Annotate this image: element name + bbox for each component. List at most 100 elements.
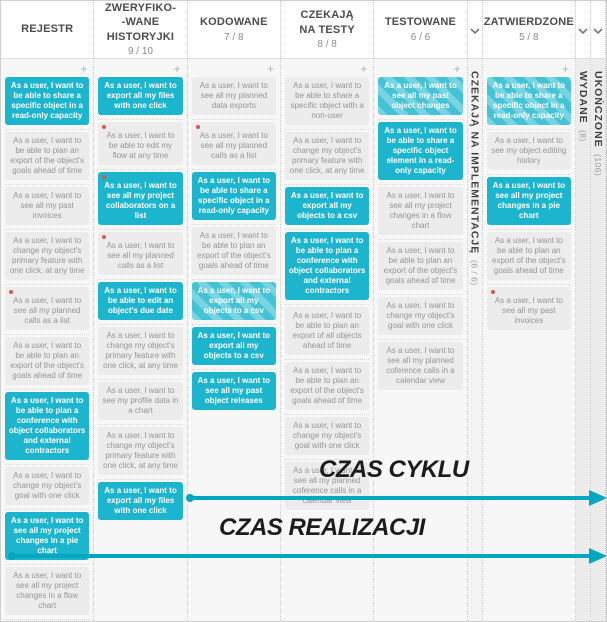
kanban-card[interactable]: As a user, I want to export all my files… bbox=[98, 77, 183, 115]
card-slot: As a user, I want to change my object's … bbox=[5, 230, 90, 285]
chevron-down-icon[interactable] bbox=[470, 21, 480, 39]
kanban-card[interactable]: As a user, I want to be able to share a … bbox=[284, 77, 370, 125]
kanban-card[interactable]: As a user, I want to export all my objec… bbox=[284, 187, 370, 225]
column-header-rejestr: REJESTR bbox=[1, 1, 94, 59]
chevron-down-icon[interactable] bbox=[593, 21, 603, 39]
kanban-card[interactable]: As a user, I want to be able to share a … bbox=[191, 172, 276, 220]
kanban-card[interactable]: As a user, I want to see all my planned … bbox=[191, 77, 276, 115]
kanban-card[interactable]: As a user, I want to change my object's … bbox=[284, 132, 370, 180]
kanban-card[interactable]: As a user, I want to see all my project … bbox=[486, 177, 571, 225]
card-slot: As a user, I want to change my object's … bbox=[98, 425, 183, 480]
add-card-button[interactable]: + bbox=[360, 62, 368, 76]
card-text: As a user, I want to see all my project … bbox=[386, 191, 455, 230]
card-text: As a user, I want to change my object's … bbox=[103, 331, 178, 370]
card-slot: As a user, I want to export all my files… bbox=[98, 75, 183, 120]
kanban-card[interactable]: As a user, I want to export all my objec… bbox=[191, 327, 276, 365]
card-slot: As a user, I want to be able to plan an … bbox=[5, 335, 90, 390]
chevron-down-icon[interactable] bbox=[578, 21, 588, 39]
kanban-card[interactable]: As a user, I want to be able to edit my … bbox=[98, 122, 183, 165]
add-card-button[interactable]: + bbox=[173, 62, 181, 76]
column-wip-count: 6 / 6 bbox=[410, 31, 431, 43]
kanban-card[interactable]: As a user, I want to be able to plan an … bbox=[284, 362, 370, 410]
kanban-card[interactable]: As a user, I want to see all my planned … bbox=[191, 122, 276, 165]
kanban-card[interactable]: As a user, I want to see all my planned … bbox=[5, 287, 90, 330]
kanban-card[interactable]: As a user, I want to be able to edit an … bbox=[98, 282, 183, 320]
collapsed-column-body[interactable]: CZEKAJĄ NA IMPLEMENTACJĘ(6 / 6) bbox=[467, 59, 482, 621]
kanban-card[interactable]: As a user, I want to change my object's … bbox=[378, 297, 463, 335]
kanban-card[interactable]: As a user, I want to see all my past inv… bbox=[486, 287, 571, 330]
card-text: As a user, I want to be able to share a … bbox=[10, 81, 84, 120]
card-slot: As a user, I want to be able to plan a c… bbox=[284, 230, 370, 305]
card-text: As a user, I want to see all my past inv… bbox=[494, 296, 563, 325]
kanban-card[interactable]: As a user, I want to see all my past obj… bbox=[378, 77, 462, 115]
card-slot: As a user, I want to see all my planned … bbox=[284, 460, 370, 514]
card-slot: As a user, I want to change my object's … bbox=[98, 325, 183, 380]
kanban-card[interactable]: As a user, I want to export all my files… bbox=[98, 482, 183, 520]
card-text: As a user, I want to see all my past obj… bbox=[197, 376, 271, 405]
column-wydane[interactable]: WYDANE(8) bbox=[575, 1, 591, 621]
card-text: As a user, I want to be able to plan a c… bbox=[8, 396, 86, 455]
card-text: As a user, I want to be able to edit my … bbox=[106, 131, 175, 160]
kanban-card[interactable]: As a user, I want to change my object's … bbox=[98, 327, 183, 375]
card-text: As a user, I want to be able to plan an … bbox=[10, 136, 84, 175]
kanban-card[interactable]: As a user, I want to see all my planned … bbox=[378, 342, 463, 390]
card-slot: As a user, I want to see all my past inv… bbox=[486, 285, 571, 334]
kanban-card[interactable]: As a user, I want to change my object's … bbox=[5, 232, 90, 280]
vertical-column-title: WYDANE bbox=[576, 71, 589, 124]
card-text: As a user, I want to change my object's … bbox=[289, 136, 365, 175]
column-title: NA TESTY bbox=[299, 23, 355, 36]
kanban-card[interactable]: As a user, I want to see all my project … bbox=[98, 172, 183, 225]
card-text: As a user, I want to be able to plan an … bbox=[292, 311, 362, 350]
priority-flag-icon bbox=[102, 125, 107, 129]
collapsed-column-body[interactable]: WYDANE(8) bbox=[575, 59, 590, 621]
kanban-card[interactable]: As a user, I want to be able to plan an … bbox=[284, 307, 370, 355]
card-text: As a user, I want to see all my project … bbox=[10, 516, 84, 555]
kanban-card[interactable]: As a user, I want to see my profile data… bbox=[98, 382, 183, 420]
kanban-card[interactable]: As a user, I want to be able to plan a c… bbox=[284, 232, 370, 300]
kanban-card[interactable]: As a user, I want to be able to plan an … bbox=[486, 232, 571, 280]
card-text: As a user, I want to export all my files… bbox=[104, 81, 177, 110]
kanban-card[interactable]: As a user, I want to be able to plan an … bbox=[5, 337, 90, 385]
collapsed-column-body[interactable]: UKOŃCZONE(106) bbox=[590, 59, 605, 621]
kanban-card[interactable]: As a user, I want to be able to share a … bbox=[5, 77, 90, 125]
kanban-card[interactable]: As a user, I want to be able to plan a c… bbox=[5, 392, 90, 460]
kanban-card[interactable]: As a user, I want to see all my past inv… bbox=[5, 187, 90, 225]
card-slot: As a user, I want to see all my planned … bbox=[191, 75, 276, 120]
kanban-card[interactable]: As a user, I want to be able to plan an … bbox=[378, 242, 463, 290]
kanban-card[interactable]: As a user, I want to be able to share a … bbox=[378, 122, 463, 180]
card-slot: As a user, I want to see all my planned … bbox=[98, 230, 183, 280]
add-card-button[interactable]: + bbox=[561, 62, 569, 76]
card-slot: As a user, I want to change my object's … bbox=[284, 415, 370, 460]
card-text: As a user, I want to be able to edit an … bbox=[104, 286, 177, 315]
kanban-card[interactable]: As a user, I want to export all my objec… bbox=[192, 282, 276, 320]
kanban-card[interactable]: As a user, I want to see all my project … bbox=[378, 187, 463, 235]
column-title: ZATWIERDZONE bbox=[483, 16, 574, 29]
kanban-card[interactable]: As a user, I want to be able to plan an … bbox=[191, 227, 276, 275]
kanban-card[interactable]: As a user, I want to be able to share a … bbox=[487, 77, 571, 125]
add-card-row: + bbox=[483, 59, 575, 76]
card-text: As a user, I want to change my object's … bbox=[293, 421, 362, 450]
column-body: +As a user, I want to be able to share a… bbox=[280, 59, 374, 621]
kanban-card[interactable]: As a user, I want to see all my past obj… bbox=[191, 372, 276, 410]
kanban-card[interactable]: As a user, I want to change my object's … bbox=[284, 417, 370, 455]
add-card-button[interactable]: + bbox=[80, 62, 88, 76]
kanban-card[interactable]: As a user, I want to see all my project … bbox=[5, 512, 90, 560]
kanban-card[interactable]: As a user, I want to see all my planned … bbox=[98, 232, 183, 275]
column-czekaja-na-implementacje[interactable]: CZEKAJĄ NA IMPLEMENTACJĘ(6 / 6) bbox=[467, 1, 483, 621]
card-list: As a user, I want to see all my planned … bbox=[188, 75, 280, 418]
kanban-card[interactable]: As a user, I want to be able to plan an … bbox=[5, 132, 90, 180]
add-card-button[interactable]: + bbox=[266, 62, 274, 76]
kanban-card[interactable]: As a user, I want to change my object's … bbox=[5, 467, 90, 505]
kanban-card[interactable]: As a user, I want to see all my project … bbox=[5, 567, 90, 615]
card-slot: As a user, I want to see all my planned … bbox=[191, 120, 276, 170]
column-ukonczone[interactable]: UKOŃCZONE(106) bbox=[590, 1, 606, 621]
kanban-card[interactable]: As a user, I want to see all my planned … bbox=[284, 462, 370, 510]
kanban-card[interactable]: As a user, I want to change my object's … bbox=[98, 427, 183, 475]
kanban-card[interactable]: As a user, I want to see my object editi… bbox=[486, 132, 571, 170]
add-card-button[interactable]: + bbox=[453, 62, 461, 76]
priority-flag-icon bbox=[102, 235, 107, 239]
